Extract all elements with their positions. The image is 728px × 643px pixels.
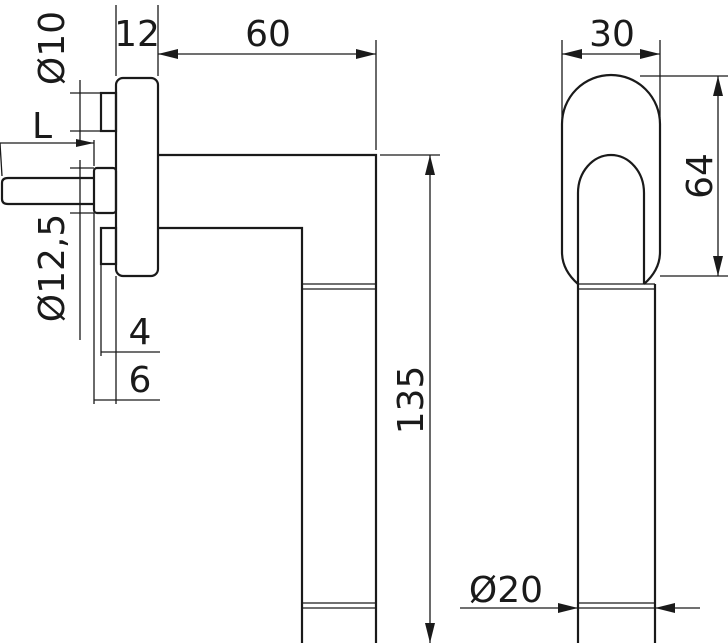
label-oval-height: 64 xyxy=(680,153,721,199)
label-offset-small: 4 xyxy=(129,312,152,353)
label-spindle-diameter: Ø10 xyxy=(32,11,73,85)
lower-boss xyxy=(99,226,118,266)
upper-boss xyxy=(99,91,118,133)
oval-rose-inner xyxy=(576,153,646,284)
handle-lever xyxy=(158,153,378,643)
label-projection: 60 xyxy=(245,14,291,55)
dimension-lines xyxy=(0,5,728,643)
spindle xyxy=(0,176,94,206)
side-view xyxy=(0,76,378,643)
dimension-labels: 12 60 30 64 135 Ø20 Ø10 L Ø12,5 4 6 xyxy=(32,11,721,611)
label-grip-diameter: Ø20 xyxy=(469,570,543,611)
spindle-collar xyxy=(92,166,118,215)
label-spindle-length: L xyxy=(32,106,52,147)
label-rose-width: 12 xyxy=(114,14,160,55)
rose-flare-right xyxy=(643,251,662,285)
label-offset-large: 6 xyxy=(129,360,152,401)
oval-rose-outer xyxy=(560,73,662,252)
label-boss-diameter: Ø12,5 xyxy=(32,214,73,323)
front-view xyxy=(560,73,662,643)
label-oval-width: 30 xyxy=(589,14,635,55)
grip-shaft xyxy=(576,284,657,643)
rose-flare-left xyxy=(560,251,579,285)
label-handle-length: 135 xyxy=(391,366,432,435)
rose-plate xyxy=(114,76,160,278)
